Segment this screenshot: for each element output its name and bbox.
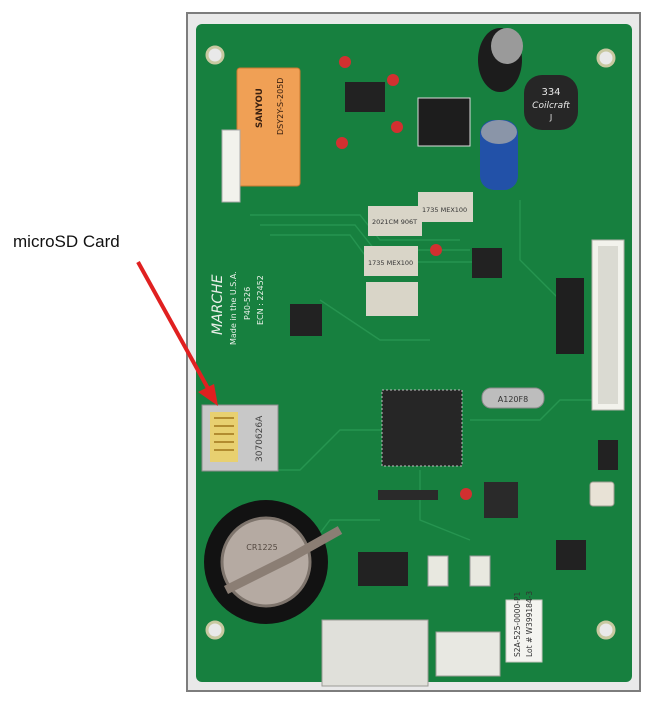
push-button (589, 481, 615, 507)
potentiometers: 2021CM 906T 1735 MEX100 1735 MEX100 (364, 192, 473, 316)
label-line-1: S2A-525-0000-P1 (513, 591, 522, 657)
brand-silkscreen: MARCHE Made in the U.S.A. P40-526 ECN : … (210, 271, 265, 345)
optocouplers (427, 555, 491, 587)
pin-headers (378, 482, 518, 518)
oscillator-text: A120F8 (498, 395, 528, 404)
coilcraft-inductor: 334 Coilcraft J (524, 75, 578, 130)
ecn-number: ECN : 22452 (256, 275, 265, 325)
microsd-slot-text: 3070626A (255, 415, 265, 462)
bottom-ic-right (556, 540, 586, 570)
power-ic (417, 97, 471, 147)
small-ic-edge (598, 440, 618, 470)
test-points (336, 56, 472, 500)
pot-text-2: 1735 MEX100 (422, 206, 467, 214)
microsd-card-slot: 3070626A (201, 404, 279, 472)
bottom-ic-left (358, 552, 408, 586)
relay: SANYOU DSY2Y-S-205D (236, 67, 301, 187)
inductor-brand: Coilcraft (532, 101, 570, 111)
relay-model: DSY2Y-S-205D (276, 78, 285, 135)
relay-connector (221, 129, 241, 203)
made-in: Made in the U.S.A. (229, 271, 238, 345)
microsd-callout-label: microSD Card (13, 232, 120, 251)
right-connector (591, 239, 625, 411)
regulator-ic (345, 82, 385, 112)
microcontroller (381, 389, 463, 467)
crystal-oscillator: A120F8 (481, 387, 545, 409)
mounting-holes (205, 45, 616, 640)
capacitor-top (478, 28, 523, 92)
bottom-connectors (321, 619, 501, 687)
brand-name: MARCHE (210, 274, 226, 335)
ic-column (556, 278, 584, 354)
label-line-2: Lot # W399184-3 (525, 591, 534, 657)
pot-text-1: 2021CM 906T (372, 218, 417, 226)
capacitor-blue (480, 120, 518, 190)
callout-arrow (136, 261, 218, 406)
part-number: P40-526 (243, 287, 252, 320)
coin-cell-text: CR1225 (246, 543, 278, 552)
serial-label: S2A-525-0000-P1 Lot # W399184-3 (505, 591, 543, 663)
coin-cell-holder: CR1225 (204, 500, 343, 624)
inductor-suffix: J (549, 113, 552, 122)
small-ic-left (290, 304, 322, 336)
pot-text-3: 1735 MEX100 (368, 259, 413, 267)
small-ic-right (472, 248, 502, 278)
inductor-value: 334 (541, 87, 560, 98)
relay-brand: SANYOU (255, 88, 265, 128)
